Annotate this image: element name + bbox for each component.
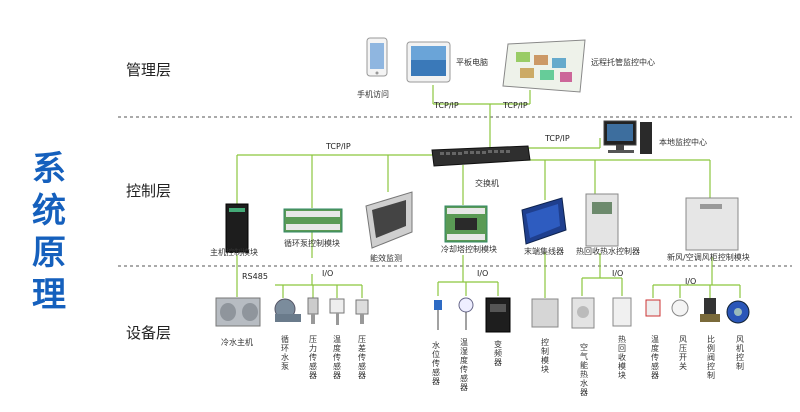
tower-control-module-icon bbox=[444, 205, 488, 243]
protocol-rs485: RS485 bbox=[242, 272, 268, 281]
protocol-tcp-ip-1: TCP/IP bbox=[434, 101, 459, 110]
heat-recovery-controller-icon bbox=[585, 193, 619, 247]
label-energy-monitor: 能效监测 bbox=[370, 254, 402, 263]
label-temp-sensor-2: 温度传感器 bbox=[651, 335, 659, 380]
energy-monitor-icon bbox=[365, 191, 413, 249]
label-proportional-valve: 比例阀控制 bbox=[707, 335, 715, 380]
ahu-control-cabinet-icon bbox=[685, 197, 739, 251]
switch-icon bbox=[431, 145, 531, 167]
label-pressure-switch: 风压开关 bbox=[679, 335, 687, 371]
diagram-title: 系统原理 bbox=[24, 148, 74, 316]
level-sensor-icon bbox=[434, 300, 442, 330]
pump-icon bbox=[274, 298, 301, 322]
label-fan-control: 风机控制 bbox=[736, 335, 744, 371]
inverter-icon bbox=[485, 297, 511, 333]
tablet-icon bbox=[406, 41, 451, 83]
layer-label-management: 管理层 bbox=[126, 61, 172, 79]
heat-recovery-module-icon bbox=[612, 297, 632, 327]
label-control-module: 控制模块 bbox=[541, 338, 549, 374]
temperature-sensor-icon bbox=[329, 298, 345, 325]
diagram-title-text: 系统原理 bbox=[32, 149, 66, 315]
label-tablet: 平板电脑 bbox=[456, 58, 488, 67]
label-host-module: 主机控制模块 bbox=[210, 248, 258, 257]
protocol-io-2: I/O bbox=[477, 269, 489, 278]
air-heater-icon bbox=[571, 297, 595, 329]
label-inverter: 变频器 bbox=[494, 340, 502, 367]
label-heat-recovery-controller: 热回收热水控制器 bbox=[576, 247, 640, 256]
label-heat-recovery-module: 热回收模块 bbox=[618, 335, 626, 380]
label-level-sensor: 水位传感器 bbox=[432, 341, 440, 386]
control-module-icon bbox=[531, 298, 559, 328]
protocol-io-1: I/O bbox=[322, 269, 334, 278]
label-diff-pressure-sensor: 压差传感器 bbox=[358, 335, 366, 380]
pump-control-module-icon bbox=[283, 208, 343, 233]
label-chiller: 冷水主机 bbox=[221, 338, 253, 347]
label-tower-module: 冷却塔控制模块 bbox=[441, 245, 497, 254]
chiller-icon bbox=[215, 297, 261, 327]
label-pressure-sensor: 压力传感器 bbox=[309, 335, 317, 380]
temperature-sensor-2-icon bbox=[645, 299, 661, 317]
network-links bbox=[236, 85, 741, 298]
pressure-switch-icon bbox=[671, 299, 689, 317]
label-pump: 循环水泵 bbox=[281, 335, 289, 371]
label-pump-module: 循环泵控制模块 bbox=[284, 239, 340, 248]
layer-label-device: 设备层 bbox=[126, 324, 172, 342]
label-air-heater: 空气能热水器 bbox=[580, 343, 588, 397]
host-control-module-icon bbox=[225, 203, 249, 253]
terminal-bus-icon bbox=[521, 197, 567, 245]
protocol-tcp-ip-2: TCP/IP bbox=[503, 101, 528, 110]
label-switch: 交换机 bbox=[475, 179, 499, 188]
remote-monitor-screen-icon bbox=[502, 39, 586, 93]
protocol-io-3: I/O bbox=[612, 269, 624, 278]
diff-pressure-sensor-icon bbox=[355, 299, 369, 324]
label-remote-center: 远程托管监控中心 bbox=[591, 58, 655, 67]
proportional-valve-icon bbox=[700, 298, 720, 322]
label-temp-humidity-sensor: 温湿度传感器 bbox=[460, 338, 468, 392]
layer-label-control: 控制层 bbox=[126, 182, 172, 200]
phone-icon bbox=[366, 37, 388, 77]
label-ahu-module: 新风/空调风柜控制模块 bbox=[667, 253, 750, 262]
local-monitor-pc-icon bbox=[603, 120, 652, 154]
label-temp-sensor: 温度传感器 bbox=[333, 335, 341, 380]
protocol-io-4: I/O bbox=[685, 277, 697, 286]
label-phone: 手机访问 bbox=[357, 90, 389, 99]
fan-icon bbox=[726, 300, 750, 324]
label-local-center: 本地监控中心 bbox=[659, 138, 707, 147]
temp-humidity-sensor-icon bbox=[458, 297, 474, 330]
protocol-tcp-ip-4: TCP/IP bbox=[545, 134, 570, 143]
protocol-tcp-ip-3: TCP/IP bbox=[326, 142, 351, 151]
pressure-sensor-icon bbox=[307, 297, 319, 324]
label-terminal-bus: 末端集线器 bbox=[524, 247, 564, 256]
